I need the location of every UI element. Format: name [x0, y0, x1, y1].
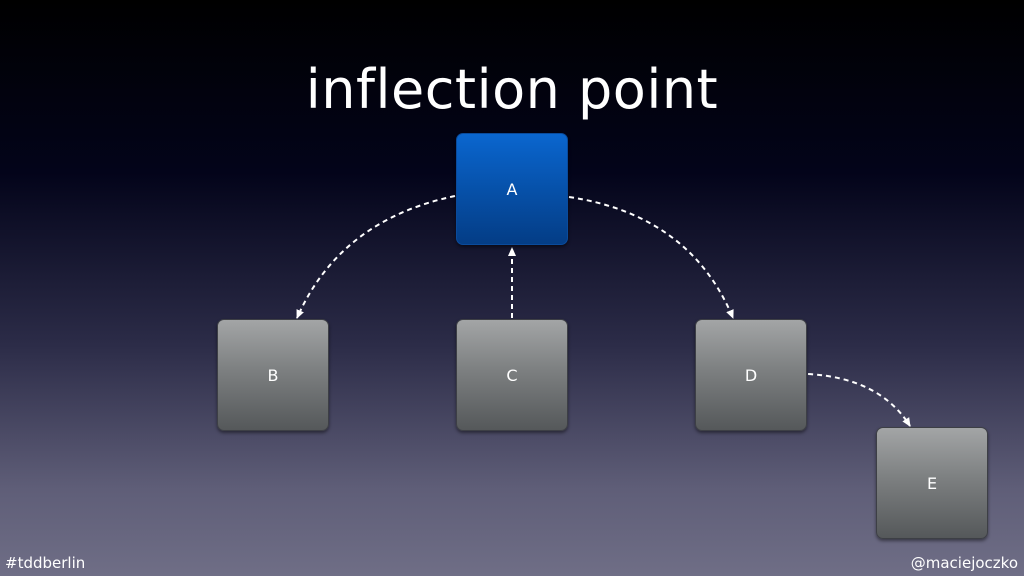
edge-a-to-b	[296, 195, 456, 319]
node-c-label: C	[506, 365, 518, 385]
node-e-label: E	[926, 473, 938, 493]
slide-title: inflection point	[305, 58, 719, 121]
node-b: B	[217, 319, 329, 431]
node-b-label: B	[267, 365, 279, 385]
edge-a-to-d	[568, 196, 734, 319]
node-a: A	[456, 133, 568, 245]
node-e: E	[876, 427, 988, 539]
edge-d-to-e	[807, 373, 911, 427]
node-d: D	[695, 319, 807, 431]
node-c: C	[456, 319, 568, 431]
node-a-label: A	[506, 179, 518, 199]
footer-hashtag: #tddberlin	[5, 554, 86, 572]
node-d-label: D	[744, 365, 758, 385]
footer-handle: @maciejoczko	[910, 554, 1018, 572]
